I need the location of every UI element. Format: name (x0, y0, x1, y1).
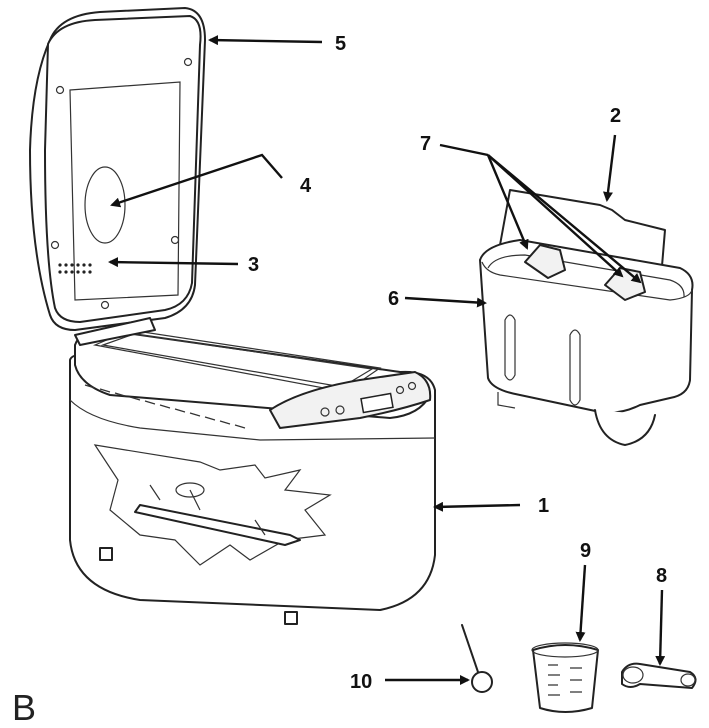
lid (29, 7, 206, 346)
pan-handle (499, 189, 666, 291)
machine-body (69, 329, 436, 625)
measuring-spoon (621, 662, 697, 689)
callout-4: 4 (300, 175, 312, 197)
callout-7: 7 (420, 133, 431, 155)
measuring-cup (531, 642, 599, 713)
steam-vent (58, 263, 92, 274)
callout-10: 10 (350, 671, 372, 693)
callout-9: 9 (580, 540, 591, 562)
display-window (360, 392, 394, 414)
vent-slots (84, 384, 246, 429)
corner-letter: B (12, 687, 37, 728)
callout-6: 6 (388, 288, 399, 310)
leader-lines (108, 35, 666, 685)
heating-element (134, 504, 301, 546)
callout-1: 1 (538, 495, 549, 517)
callout-3: 3 (248, 254, 259, 276)
callout-5: 5 (335, 33, 346, 55)
control-panel (269, 371, 432, 429)
baking-pan (479, 189, 694, 446)
viewing-window (84, 166, 126, 244)
hook-tool (461, 624, 493, 693)
callout-8: 8 (656, 565, 667, 587)
callout-2: 2 (610, 105, 621, 127)
cutaway-window (93, 444, 332, 566)
kneading-paddle-left (524, 244, 566, 279)
